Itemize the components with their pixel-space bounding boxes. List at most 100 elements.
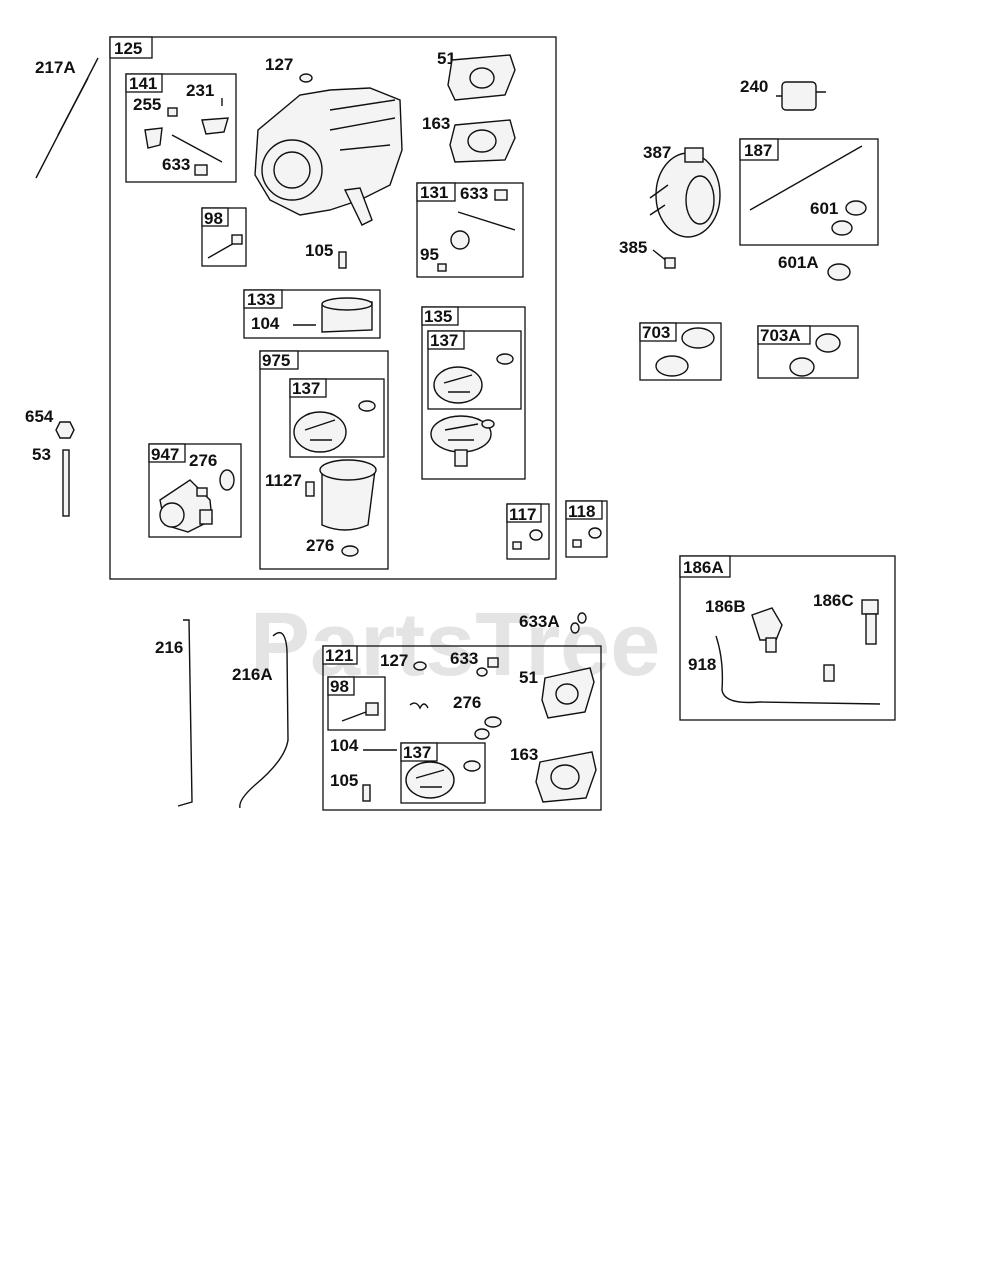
label-131[interactable]: 131 xyxy=(420,183,448,202)
part-186B-valve[interactable] xyxy=(751,607,783,653)
label-240[interactable]: 240 xyxy=(740,77,768,96)
part-654-nut[interactable] xyxy=(55,421,75,439)
part-276-washer-121[interactable] xyxy=(484,716,502,728)
label-125[interactable]: 125 xyxy=(114,39,142,58)
part-240-fuel-filter[interactable] xyxy=(776,81,826,111)
label-163-121[interactable]: 163 xyxy=(510,745,538,764)
part-163-gasket-121[interactable] xyxy=(535,751,597,803)
part-105-screw-121[interactable] xyxy=(362,784,371,802)
part-703A-clamps[interactable] xyxy=(789,333,841,377)
label-127-top[interactable]: 127 xyxy=(265,55,293,74)
label-255[interactable]: 255 xyxy=(133,95,161,114)
part-947-solenoid[interactable] xyxy=(159,469,235,533)
part-53-stud[interactable] xyxy=(62,449,70,517)
part-127-plug-121[interactable] xyxy=(413,661,427,671)
label-163-top[interactable]: 163 xyxy=(422,114,450,133)
label-104-121[interactable]: 104 xyxy=(330,736,359,755)
label-601[interactable]: 601 xyxy=(810,199,838,218)
label-137-121[interactable]: 137 xyxy=(403,743,431,762)
label-137-135[interactable]: 137 xyxy=(430,331,458,350)
label-703A[interactable]: 703A xyxy=(760,326,801,345)
label-276-975[interactable]: 276 xyxy=(306,536,334,555)
part-98-needle-121[interactable] xyxy=(341,702,379,722)
part-carburetor-body[interactable] xyxy=(254,87,403,226)
part-186C-fitting[interactable] xyxy=(861,599,879,645)
part-216A-link[interactable] xyxy=(239,632,289,809)
label-137-975[interactable]: 137 xyxy=(292,379,320,398)
label-654[interactable]: 654 xyxy=(25,407,54,426)
label-104-133[interactable]: 104 xyxy=(251,314,280,333)
label-633A[interactable]: 633A xyxy=(519,612,560,631)
part-385-screw[interactable] xyxy=(652,249,676,269)
label-98-121[interactable]: 98 xyxy=(330,677,349,696)
label-276-947[interactable]: 276 xyxy=(189,451,217,470)
part-131-choke-shaft[interactable] xyxy=(437,189,516,272)
label-703[interactable]: 703 xyxy=(642,323,670,342)
part-137-gasket-975[interactable] xyxy=(293,400,376,453)
label-141[interactable]: 141 xyxy=(129,74,157,93)
label-105-top[interactable]: 105 xyxy=(305,241,333,260)
part-975-float-bowl[interactable] xyxy=(305,459,377,531)
label-127-121[interactable]: 127 xyxy=(380,651,408,670)
kit-box-133 xyxy=(243,289,381,339)
part-51-gasket[interactable] xyxy=(447,54,516,101)
label-385[interactable]: 385 xyxy=(619,238,647,257)
part-121-spring[interactable] xyxy=(409,702,429,710)
label-186A[interactable]: 186A xyxy=(683,558,724,577)
label-135[interactable]: 135 xyxy=(424,307,452,326)
label-216A[interactable]: 216A xyxy=(232,665,273,684)
label-975[interactable]: 975 xyxy=(262,351,290,370)
label-51-121[interactable]: 51 xyxy=(519,668,538,687)
label-53[interactable]: 53 xyxy=(32,445,51,464)
label-117[interactable]: 117 xyxy=(509,505,536,524)
part-387-fuel-pump[interactable] xyxy=(649,147,721,238)
part-601-clamps[interactable] xyxy=(831,200,867,236)
label-601A[interactable]: 601A xyxy=(778,253,819,272)
label-95[interactable]: 95 xyxy=(420,245,439,264)
part-133-float[interactable] xyxy=(293,297,373,333)
label-133[interactable]: 133 xyxy=(247,290,275,309)
kit-box-125 xyxy=(109,36,557,580)
label-186B[interactable]: 186B xyxy=(705,597,746,616)
label-217A[interactable]: 217A xyxy=(35,58,76,77)
label-187[interactable]: 187 xyxy=(744,141,772,160)
part-276-washer-975[interactable] xyxy=(341,545,359,557)
part-51-gasket-121[interactable] xyxy=(541,667,595,719)
part-633A-bushing[interactable] xyxy=(570,612,587,634)
part-601A-clamp[interactable] xyxy=(827,263,851,281)
part-137-gasket-135[interactable] xyxy=(433,353,514,404)
label-216[interactable]: 216 xyxy=(155,638,183,657)
label-1127[interactable]: 1127 xyxy=(265,471,302,490)
part-163-gasket[interactable] xyxy=(449,119,516,163)
label-98-top[interactable]: 98 xyxy=(204,209,223,228)
label-186C[interactable]: 186C xyxy=(813,591,854,610)
part-216-link[interactable] xyxy=(177,619,193,807)
part-217A-rod[interactable] xyxy=(35,57,99,179)
label-918[interactable]: 918 xyxy=(688,655,716,674)
part-137-gasket-121[interactable] xyxy=(405,760,481,799)
label-231[interactable]: 231 xyxy=(186,81,214,100)
label-118[interactable]: 118 xyxy=(568,502,595,521)
label-633-131[interactable]: 633 xyxy=(460,184,488,203)
label-947[interactable]: 947 xyxy=(151,445,179,464)
label-633-121[interactable]: 633 xyxy=(450,649,478,668)
label-276-121[interactable]: 276 xyxy=(453,693,481,712)
label-105-121[interactable]: 105 xyxy=(330,771,358,790)
label-633-141[interactable]: 633 xyxy=(162,155,190,174)
label-387[interactable]: 387 xyxy=(643,143,671,162)
part-187-fuel-line[interactable] xyxy=(749,145,863,211)
part-703-clamps[interactable] xyxy=(655,327,715,377)
part-98-needle-spring[interactable] xyxy=(207,234,243,259)
part-127-plug[interactable] xyxy=(299,73,313,83)
part-633-bushing-121[interactable] xyxy=(476,657,499,677)
part-186-small-cap[interactable] xyxy=(823,664,835,682)
part-121-seal[interactable] xyxy=(474,728,490,740)
part-117-screw[interactable] xyxy=(512,529,543,550)
label-121[interactable]: 121 xyxy=(325,646,353,665)
part-135-bowl-assembly[interactable] xyxy=(430,415,495,467)
part-918-hose[interactable] xyxy=(715,635,881,705)
part-141-throttle-shaft[interactable] xyxy=(144,98,229,176)
part-105-screw[interactable] xyxy=(338,251,347,269)
part-118-screw[interactable] xyxy=(572,527,602,548)
